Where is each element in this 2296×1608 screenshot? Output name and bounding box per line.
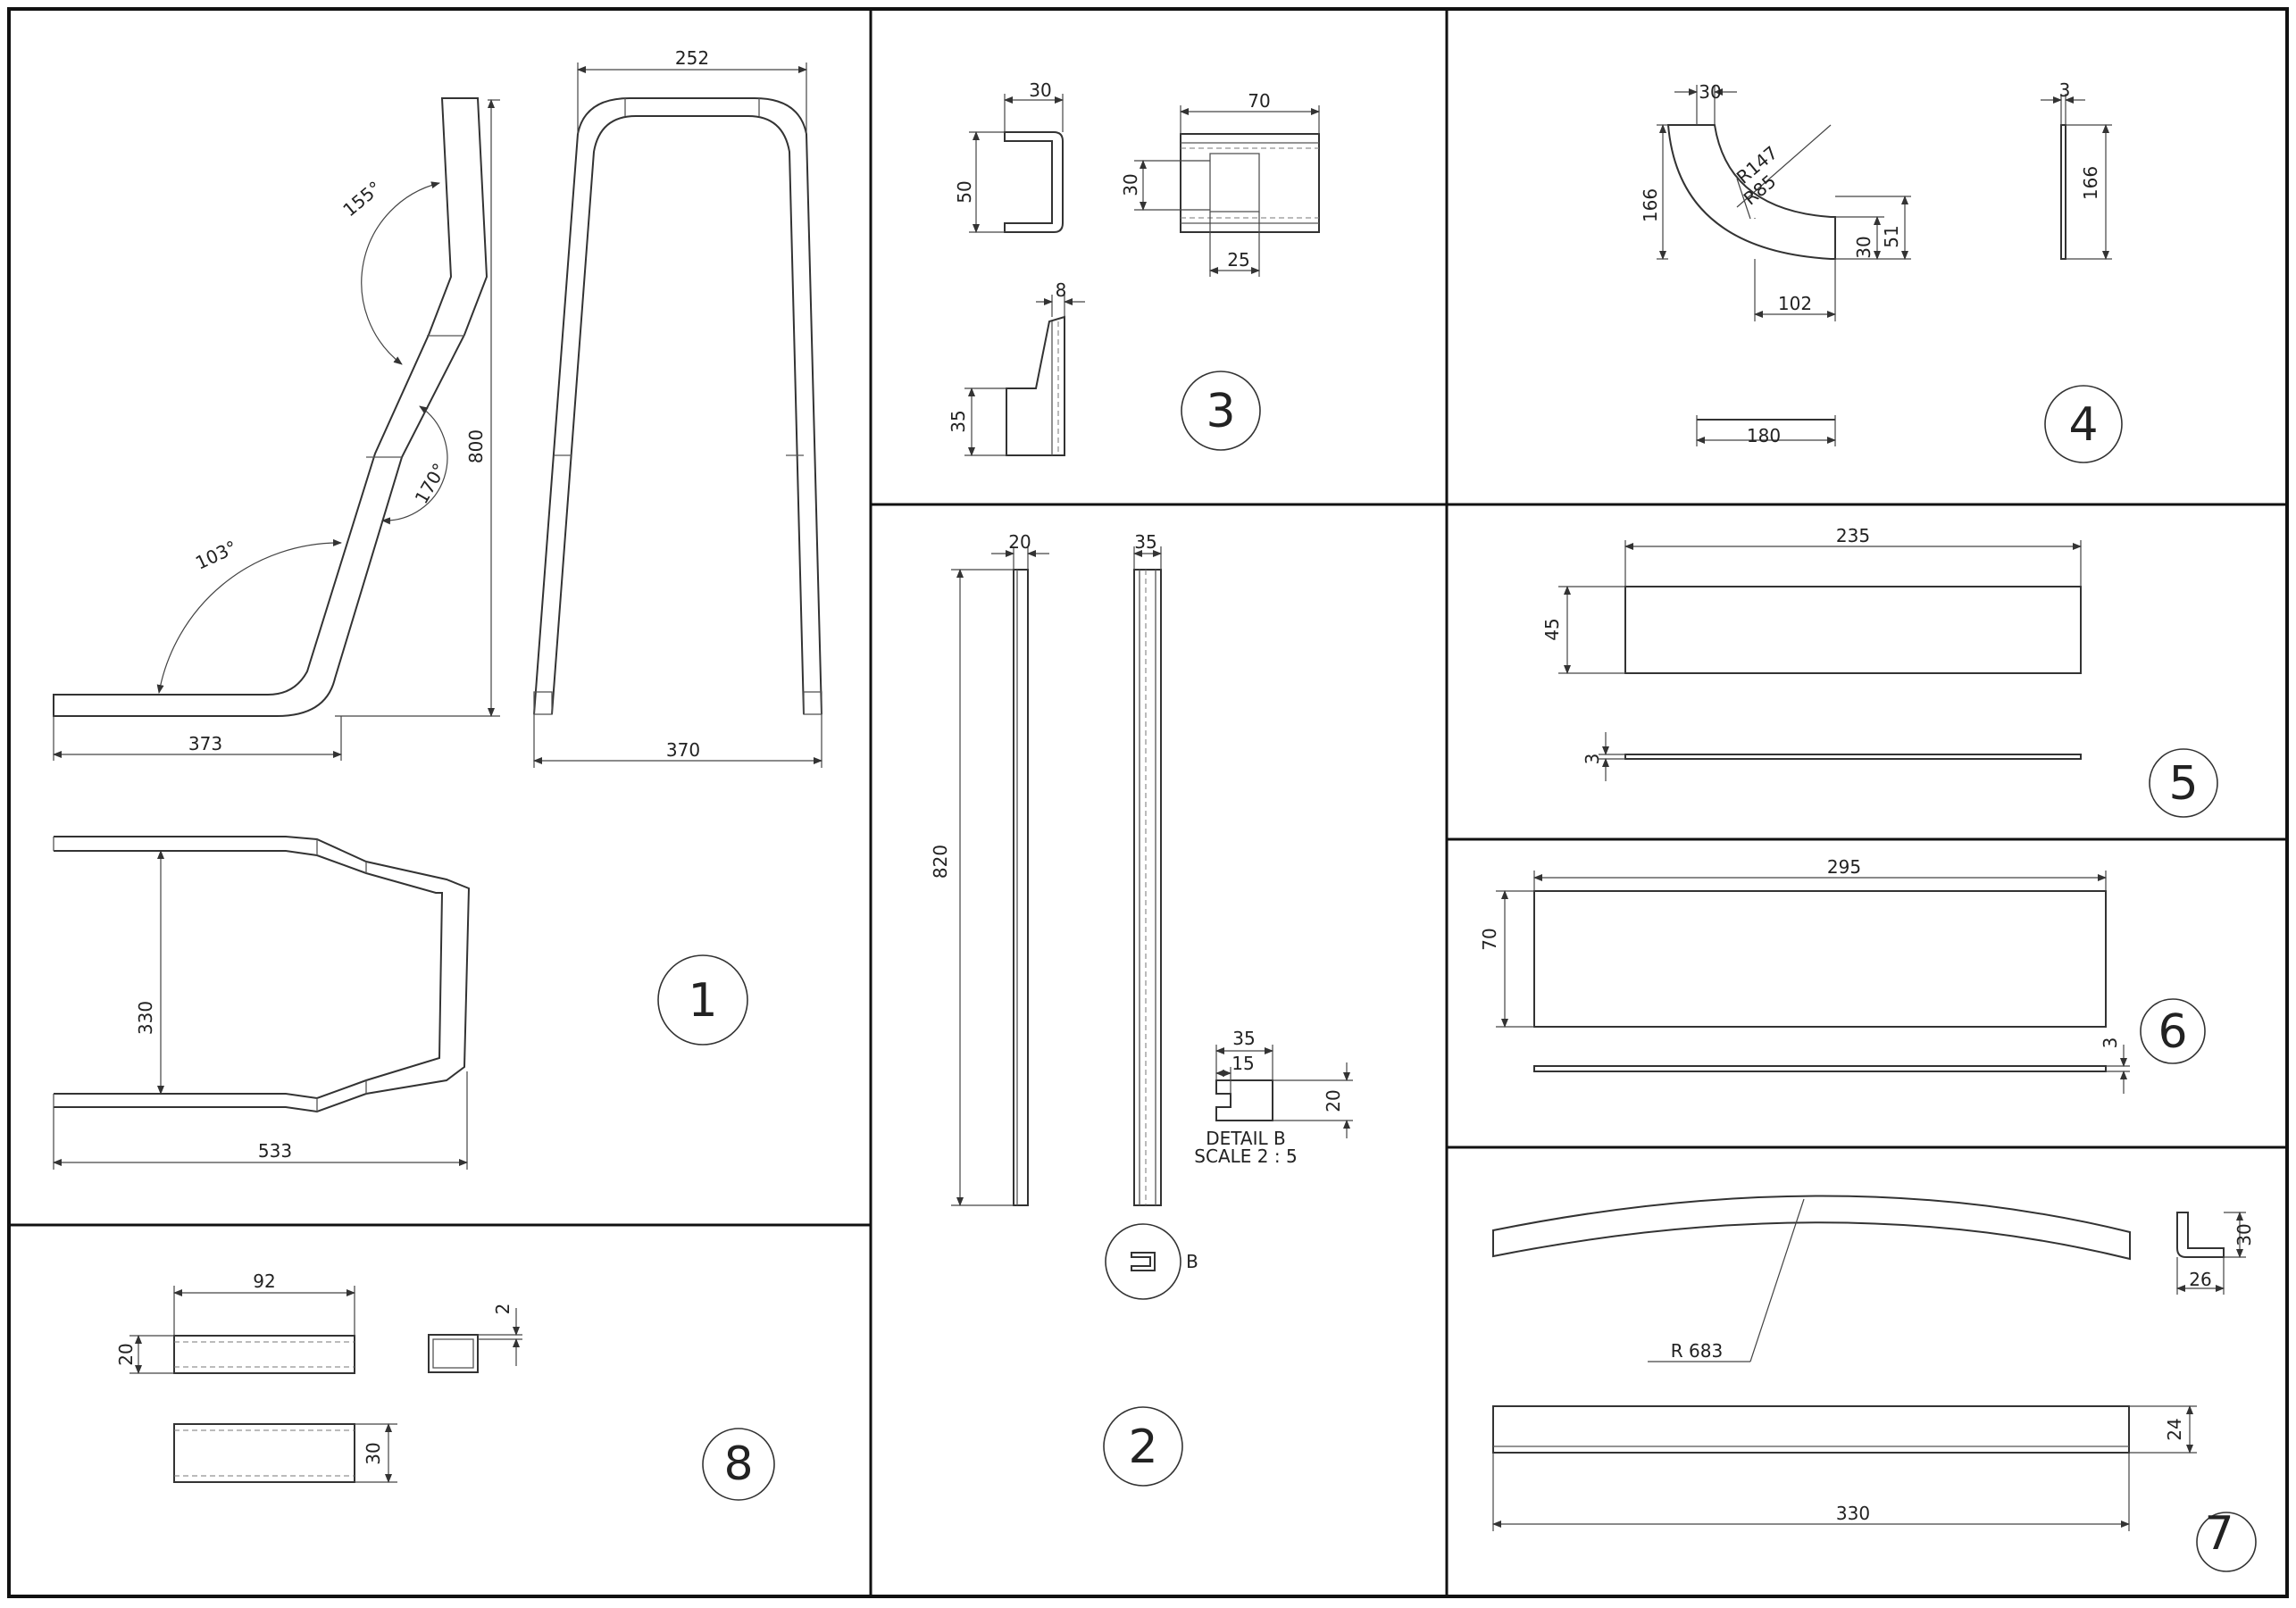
angle-155: 155°	[338, 177, 385, 221]
detail-ref-b: B	[1186, 1251, 1198, 1272]
dim-3-p5: 3	[1582, 754, 1603, 765]
dim-102: 102	[1778, 293, 1812, 314]
dim-30-p3a: 30	[1029, 79, 1051, 101]
dim-24: 24	[2164, 1418, 2185, 1440]
dim-252: 252	[675, 47, 709, 69]
dim-35-p3: 35	[948, 410, 969, 432]
dim-30-p4b: 30	[1853, 236, 1874, 258]
part-number-2: 2	[1128, 1421, 1157, 1474]
dim-20: 20	[115, 1343, 137, 1365]
dim-3-p4: 3	[2059, 79, 2071, 101]
dim-8: 8	[1056, 279, 1067, 301]
dim-50: 50	[954, 180, 975, 203]
dim-26: 26	[2189, 1269, 2211, 1290]
dim-820: 820	[930, 845, 951, 879]
dim-20-detail: 20	[1323, 1089, 1344, 1112]
dim-r683: R 683	[1671, 1340, 1723, 1362]
frame-front-view	[533, 97, 822, 715]
part-number-6: 6	[2158, 1005, 2187, 1059]
dim-373: 373	[188, 733, 222, 754]
dim-51: 51	[1881, 225, 1902, 247]
part-number-8: 8	[723, 1437, 753, 1491]
dim-30-p7: 30	[2233, 1223, 2255, 1246]
panel-4: 30 166 R147 R85 102 30 51 3 166	[1640, 79, 2123, 463]
part-number-1: 1	[688, 974, 717, 1028]
dim-92: 92	[253, 1271, 275, 1292]
angle-170: 170°	[410, 460, 450, 508]
panel-1: 800 373 155° 170° 103° 252 370	[53, 47, 822, 1170]
dim-30-p8: 30	[363, 1442, 384, 1464]
panel-7: R 683 30 26 24 330 7	[1492, 1195, 2257, 1572]
dim-45: 45	[1541, 618, 1563, 640]
part-number-5: 5	[2168, 757, 2198, 811]
dim-330-p7: 330	[1836, 1503, 1870, 1524]
part-number-7: 7	[2204, 1507, 2233, 1561]
dim-235: 235	[1836, 525, 1870, 546]
detail-scale: SCALE 2 : 5	[1194, 1146, 1297, 1167]
dim-30-p3b: 30	[1120, 173, 1141, 196]
panel-5: 235 45 3 5	[1541, 525, 2218, 818]
frame-top-view	[53, 836, 471, 1113]
dim-25: 25	[1227, 249, 1249, 271]
dim-70-p6: 70	[1479, 928, 1500, 950]
dim-166b: 166	[2080, 166, 2101, 200]
dim-15-detail: 15	[1231, 1053, 1254, 1074]
panel-3: 30 50 70 30 25 8 35 3	[948, 79, 1320, 456]
panel-2: 820 20 35 B 35 15 20 DETAIL B SCALE 2 : …	[930, 531, 1353, 1487]
dim-3-p6: 3	[2100, 1037, 2121, 1049]
dim-35-p2: 35	[1134, 531, 1156, 553]
angle-103: 103°	[192, 537, 240, 574]
panel-8: 92 20 2 30 8	[115, 1271, 775, 1501]
dim-35-detail: 35	[1232, 1028, 1255, 1049]
dim-800: 800	[465, 429, 487, 463]
dim-370: 370	[666, 739, 700, 761]
dim-166: 166	[1640, 188, 1661, 222]
part-number-4: 4	[2068, 398, 2098, 452]
detail-title: DETAIL B	[1206, 1128, 1286, 1149]
panel-6: 295 70 3 6	[1479, 856, 2206, 1094]
dim-20-p2: 20	[1008, 531, 1031, 553]
dim-30-p4: 30	[1699, 81, 1721, 103]
dim-533: 533	[258, 1140, 292, 1162]
dim-180: 180	[1747, 425, 1781, 446]
part-number-3: 3	[1206, 385, 1235, 438]
dim-70-p3: 70	[1248, 90, 1270, 112]
dim-330-top: 330	[135, 1001, 156, 1035]
dim-2: 2	[492, 1304, 513, 1315]
dim-295: 295	[1827, 856, 1861, 878]
sheet-frame	[7, 7, 2289, 1598]
